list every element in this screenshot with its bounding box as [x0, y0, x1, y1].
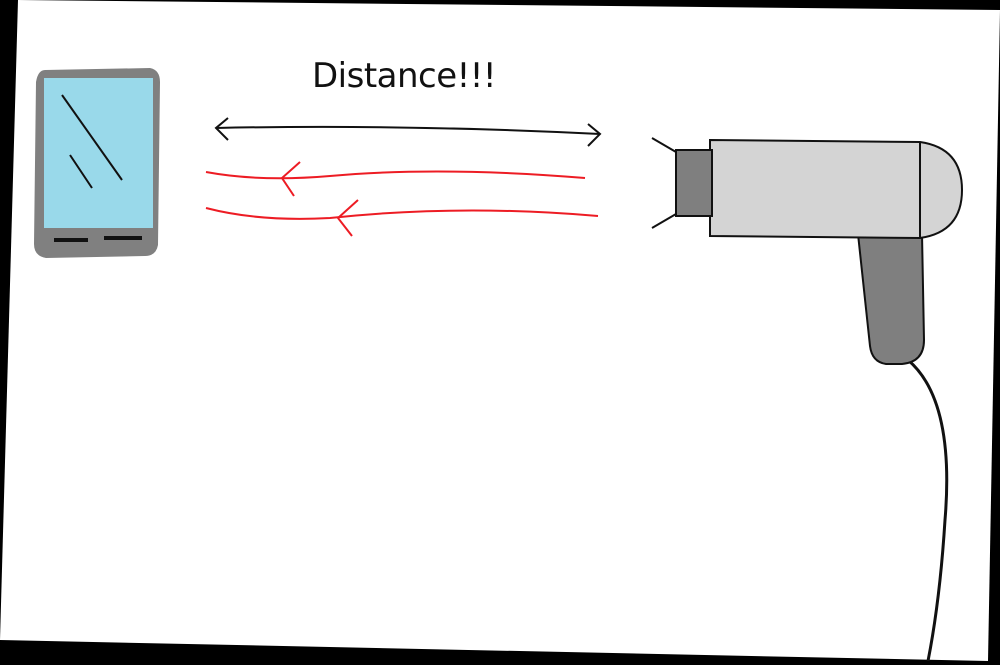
distance-label: Distance!!! [312, 56, 497, 96]
hair-dryer-icon [651, 137, 964, 662]
smartphone-icon [34, 68, 160, 258]
distance-arrow [214, 117, 602, 147]
heat-waves [205, 161, 599, 237]
